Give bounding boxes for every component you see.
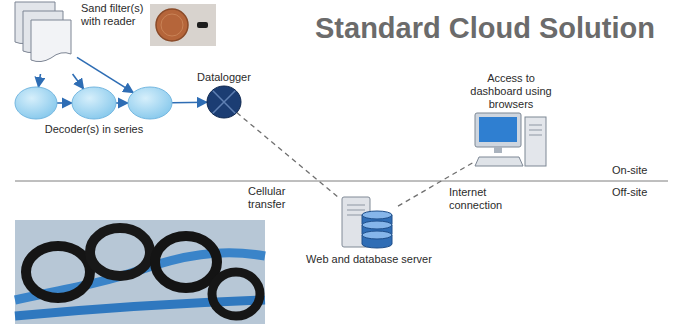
link-label: Internet connection — [448, 186, 514, 212]
server-shape — [340, 197, 398, 249]
datalogger-cross — [213, 91, 235, 113]
decoder-shape — [15, 87, 57, 119]
coil-ring — [155, 236, 217, 288]
sand-filter: Sand filter(s) with reader — [15, 2, 77, 74]
site-divider — [15, 181, 668, 182]
decoder — [15, 87, 57, 119]
flow-arrow — [116, 102, 128, 104]
node-label: Sand filter(s) with reader — [81, 2, 147, 28]
filter-sheet — [31, 20, 71, 62]
coin-photo — [150, 4, 216, 46]
database-top — [362, 231, 392, 239]
photo-ground — [150, 4, 216, 46]
node-label: Web and database server — [306, 253, 432, 266]
tower-slots — [529, 125, 542, 135]
sand-filter-shape — [15, 2, 77, 74]
node-label: Access to dashboard using browsers — [465, 72, 557, 111]
monitor — [475, 113, 521, 147]
datalogger-shape — [207, 86, 241, 118]
monitor-stand — [494, 147, 502, 153]
chip — [197, 22, 208, 28]
flow-arrow — [73, 74, 84, 89]
keyboard — [475, 157, 523, 166]
diagram-title: Standard Cloud Solution — [315, 12, 655, 45]
computer: Access to dashboard using browsers — [475, 113, 547, 168]
flow-arrow — [172, 101, 207, 103]
decoder-shape — [128, 87, 172, 119]
flow-arrow — [77, 57, 133, 92]
decoder: Decoder(s) in series — [72, 87, 116, 119]
database-top — [362, 211, 392, 219]
decoder-shape — [72, 87, 116, 119]
coin — [156, 9, 188, 41]
datalogger: Datalogger — [207, 86, 241, 118]
computer-shape — [475, 113, 547, 168]
coil-photo — [15, 220, 265, 324]
coil-ring — [212, 272, 260, 316]
screen — [479, 117, 517, 142]
decoder-shape — [128, 87, 172, 119]
database-top — [362, 221, 392, 229]
flow-arrow — [57, 102, 72, 104]
server: Web and database server — [340, 197, 398, 249]
flow-arrow — [38, 74, 40, 87]
node-label: Decoder(s) in series — [45, 123, 143, 136]
decoder — [128, 87, 172, 119]
pc-tower — [525, 117, 546, 166]
site-label: Off-site — [612, 186, 647, 199]
site-label: On-site — [612, 164, 647, 177]
decoder-shape — [15, 87, 57, 119]
coin-rim — [161, 14, 183, 36]
datalogger-shape — [207, 86, 241, 118]
coil-ring — [26, 246, 90, 298]
photo-ground — [15, 220, 265, 324]
decoder-shape — [72, 87, 116, 119]
link-label: Cellular transfer — [247, 185, 301, 211]
node-label: Datalogger — [189, 71, 259, 84]
coil-ring — [90, 228, 150, 276]
